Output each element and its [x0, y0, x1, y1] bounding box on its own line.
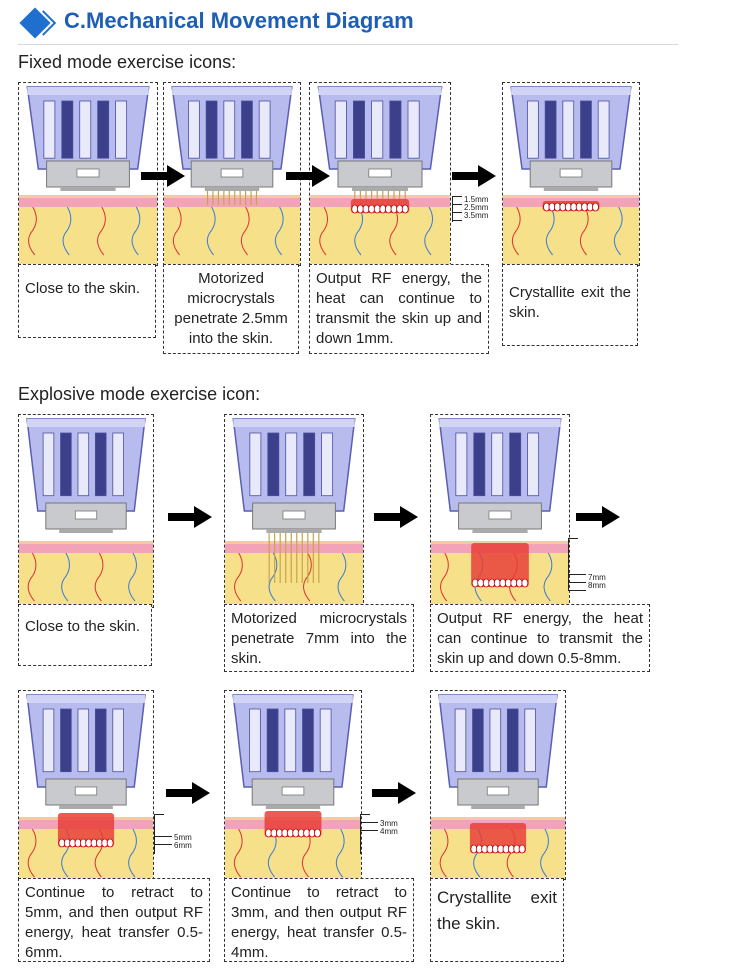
explosive-step-1-image [18, 414, 154, 608]
depth-label: 6mm [174, 841, 192, 850]
explosive-step-3-caption: Output RF energy, the heat can continue … [430, 604, 650, 672]
device-illustration [19, 691, 153, 879]
device-illustration [225, 415, 363, 607]
arrow-right-icon [576, 506, 620, 528]
arrow-right-icon [168, 506, 212, 528]
explosive-step-6-caption: Crystallite exit the skin. [430, 878, 564, 962]
fixed-step-2-caption: Motorized microcrystals penetrate 2.5mm … [163, 264, 299, 354]
fixed-step-2-image [163, 82, 301, 266]
explosive-step-2-caption: Motorized microcrystals penetrate 7mm in… [224, 604, 414, 672]
fixed-step-3-image [309, 82, 451, 266]
arrow-right-icon [452, 165, 496, 187]
explosive-step-3-image [430, 414, 570, 608]
explosive-step-2-image [224, 414, 364, 608]
diamond-icon [19, 7, 51, 39]
explosive-step-5-caption: Continue to retract to 3mm, and then out… [224, 878, 414, 962]
device-illustration [225, 691, 361, 879]
depth-label: 2.5mm [464, 203, 489, 212]
fixed-step-4-image [502, 82, 640, 266]
arrow-right-icon [166, 782, 210, 804]
explosive-heading: Explosive mode exercise icon: [18, 384, 261, 404]
depth-label: 1.5mm [464, 195, 489, 204]
device-illustration [19, 83, 157, 265]
depth-label: 3.5mm [464, 211, 489, 220]
explosive-step-6-image [430, 690, 566, 880]
depth-label: 3mm [380, 819, 398, 828]
device-illustration [431, 691, 565, 879]
arrow-right-icon [286, 165, 330, 187]
explosive-step-4-caption: Continue to retract to 5mm, and then out… [18, 878, 210, 962]
device-illustration [164, 83, 300, 265]
device-illustration [310, 83, 450, 265]
depth-label: 8mm [588, 581, 606, 590]
depth-scale: 3mm 4mm [360, 814, 406, 854]
explosive-step-1-caption: Close to the skin. [18, 604, 152, 666]
device-illustration [431, 415, 569, 607]
depth-label: 5mm [174, 833, 192, 842]
depth-scale: 1.5mm 2.5mm 3.5mm [452, 196, 502, 224]
fixed-heading: Fixed mode exercise icons: [18, 52, 237, 72]
header: C.Mechanical Movement Diagram [18, 6, 698, 45]
explosive-step-4-image [18, 690, 154, 880]
device-illustration [503, 83, 639, 265]
depth-label: 7mm [588, 573, 606, 582]
fixed-step-1-caption: Close to the skin. [18, 264, 156, 338]
title-divider [18, 44, 678, 45]
explosive-step-5-image [224, 690, 362, 880]
device-illustration [19, 415, 153, 607]
arrow-right-icon [372, 782, 416, 804]
fixed-step-3-caption: Output RF energy, the heat can continue … [309, 264, 489, 354]
page-title: C.Mechanical Movement Diagram [64, 8, 414, 33]
depth-label: 4mm [380, 827, 398, 836]
fixed-step-1-image [18, 82, 158, 266]
depth-scale: 5mm 6mm [154, 814, 200, 854]
arrow-right-icon [374, 506, 418, 528]
arrow-right-icon [141, 165, 185, 187]
fixed-step-4-caption: Crystallite exit the skin. [502, 264, 638, 346]
depth-scale: 7mm 8mm [568, 538, 618, 598]
